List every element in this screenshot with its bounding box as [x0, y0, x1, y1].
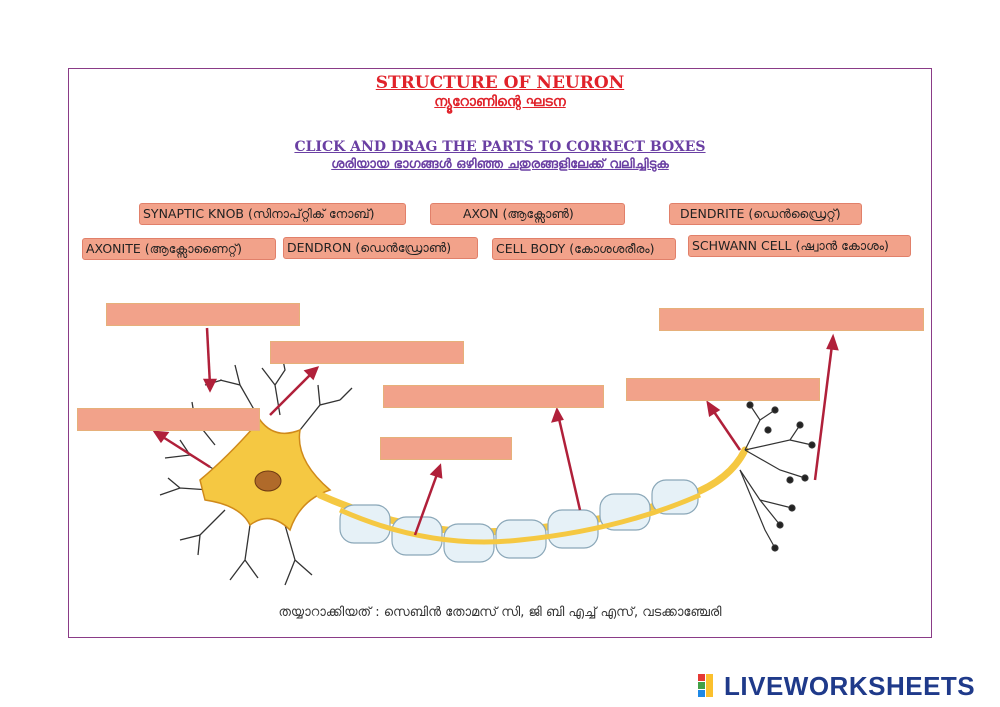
drag-label-axon[interactable]: AXON (ആക്സോൺ) [430, 203, 625, 225]
drop-box-2[interactable] [270, 341, 464, 364]
drop-box-5[interactable] [380, 437, 512, 460]
instruction-text-malayalam: ശരിയായ ഭാഗങ്ങൾ ഒഴിഞ്ഞ ചതുരങ്ങളിലേക്ക് വല… [331, 157, 669, 172]
drop-box-7[interactable] [659, 308, 924, 331]
drag-label-schwann-cell[interactable]: SCHWANN CELL (ഷ്വാൻ കോശം) [688, 235, 911, 257]
drop-box-4[interactable] [383, 385, 604, 408]
page-title: STRUCTURE OF NEURON [375, 73, 625, 93]
drag-label-dendron[interactable]: DENDRON (ഡെൻഡ്രോൺ) [283, 237, 478, 259]
drag-label-cell-body[interactable]: CELL BODY (കോശശരീരം) [492, 238, 676, 260]
axon-terminal-branches [739, 401, 816, 552]
pointer-arrows [152, 327, 839, 536]
instruction-text: CLICK AND DRAG THE PARTS TO CORRECT BOXE… [294, 139, 706, 155]
drag-label-axonite[interactable]: AXONITE (ആക്സോണൈറ്റ്) [82, 238, 276, 260]
credit-text: തയ്യാറാക്കിയത് : സെബിൻ തോമസ് സി, ജി ബി എ… [278, 605, 722, 620]
page-title-malayalam: ന്യൂറോണിന്റെ ഘടന [434, 94, 566, 110]
drag-label-dendrite[interactable]: DENDRITE (ഡെൻഡ്രൈറ്റ്) [669, 203, 862, 225]
drop-box-1[interactable] [106, 303, 300, 326]
nucleus-shape [254, 470, 282, 492]
liveworksheets-logo-icon [698, 674, 713, 697]
drop-box-3[interactable] [77, 408, 260, 431]
brand-name: LIVEWORKSHEETS [724, 670, 976, 701]
drag-label-synaptic-knob[interactable]: SYNAPTIC KNOB (സിനാപ്റ്റിക് നോബ്) [139, 203, 406, 225]
brand-footer: LIVEWORKSHEETS [698, 670, 976, 701]
drop-box-6[interactable] [626, 378, 820, 401]
